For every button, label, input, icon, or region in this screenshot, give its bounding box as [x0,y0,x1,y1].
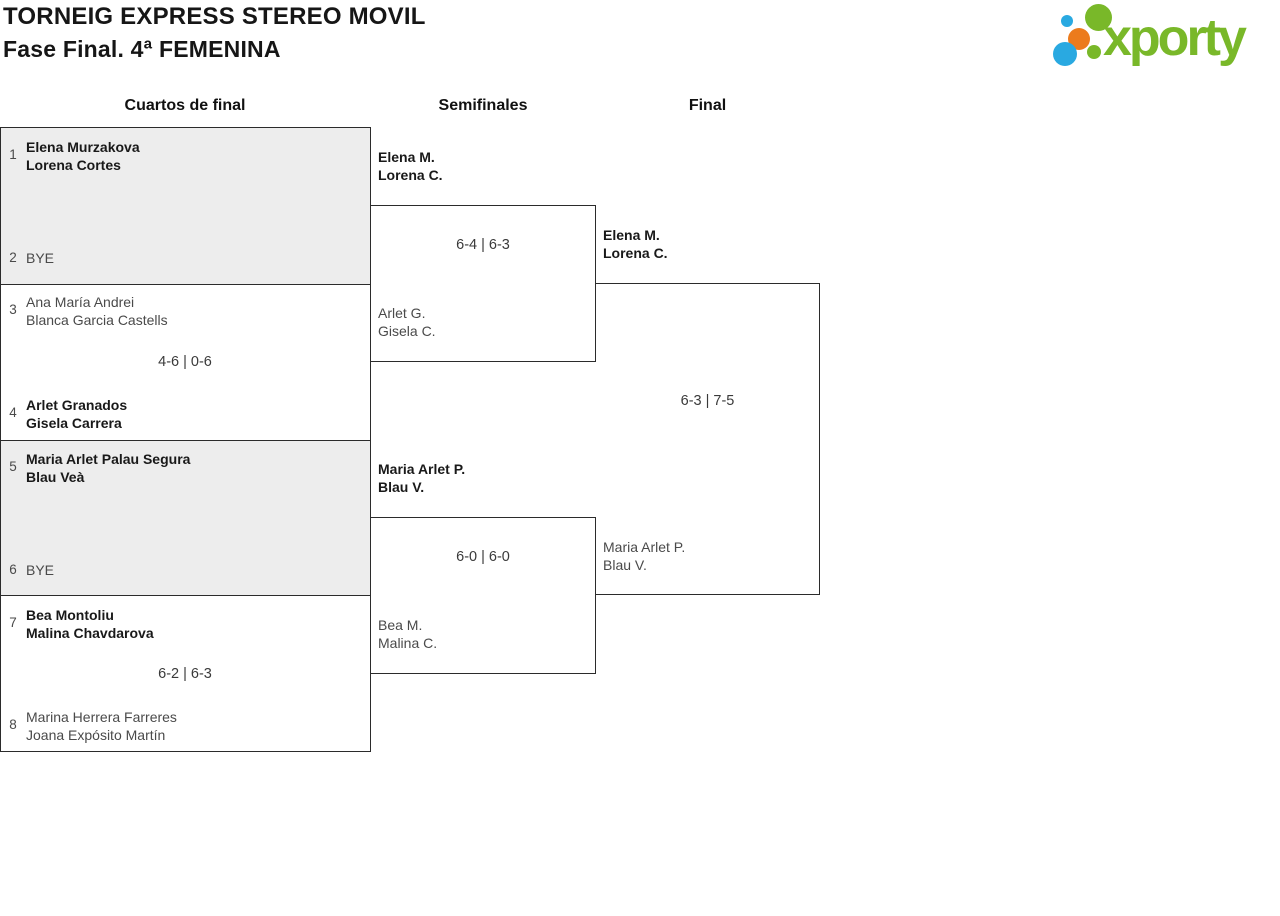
seed-number: 1 [9,147,17,162]
tournament-subtitle: Fase Final. 4ª FEMENINA [3,36,281,62]
player-name: Malina Chavdarova [26,625,154,641]
player-name: Malina C. [378,635,438,651]
player-name: Ana María Andrei [26,294,135,310]
team-qf3-top: Maria Arlet Palau Segura Blau Veà [26,450,190,486]
player-name: Arlet G. [378,305,426,321]
player-name: Lorena C. [603,245,668,261]
player-name: Maria Arlet P. [603,539,686,555]
match-box-qf1 [0,127,371,285]
player-name: Blau V. [378,479,425,495]
team-qf2-top: Ana María Andrei Blanca Garcia Castells [26,293,168,329]
round-header-quarterfinals: Cuartos de final [124,97,246,114]
seed-number: 4 [9,405,17,420]
team-qf4-bottom: Marina Herrera Farreres Joana Expósito M… [26,708,177,744]
match-score-sf2: 6-0 | 6-0 [456,549,510,565]
logo-dot-green-large-icon [1085,4,1112,31]
seed-number: 2 [9,250,17,265]
player-name: Blau V. [603,557,647,573]
team-qf3-bottom: BYE [26,561,54,579]
player-name: Bea M. [378,617,423,633]
player-name: Joana Expósito Martín [26,727,166,743]
team-sf1-bottom: Arlet G. Gisela C. [378,304,436,340]
team-sf2-top: Maria Arlet P. Blau V. [378,460,465,496]
match-box-sf2 [370,517,596,674]
player-name: BYE [26,250,55,266]
logo-wordmark: xporty [1103,9,1247,67]
player-name: Blanca Garcia Castells [26,312,168,328]
seed-number: 7 [9,615,17,630]
match-score-qf2: 4-6 | 0-6 [158,354,212,370]
team-sf2-bottom: Bea M. Malina C. [378,616,437,652]
round-header-final: Final [688,97,727,114]
match-score-sf1: 6-4 | 6-3 [456,237,510,253]
logo-dot-orange-icon [1068,28,1090,50]
seed-number: 8 [9,717,17,732]
tournament-title: TORNEIG EXPRESS STEREO MOVIL [3,3,426,30]
player-name: Arlet Granados [26,397,128,413]
player-name: Bea Montoliu [26,607,114,623]
player-name: Maria Arlet Palau Segura [26,451,191,467]
team-qf1-top: Elena Murzakova Lorena Cortes [26,138,140,174]
match-score-qf4: 6-2 | 6-3 [158,666,212,682]
player-name: Blau Veà [26,469,85,485]
player-name: Lorena Cortes [26,157,121,173]
match-score-final: 6-3 | 7-5 [680,393,735,409]
seed-number: 6 [9,562,17,577]
team-final-bottom: Maria Arlet P. Blau V. [603,538,685,574]
player-name: Elena Murzakova [26,139,140,155]
team-qf2-bottom: Arlet Granados Gisela Carrera [26,396,127,432]
seed-number: 3 [9,302,17,317]
player-name: Elena M. [603,227,660,243]
team-final-top: Elena M. Lorena C. [603,226,668,262]
xporty-logo[interactable]: xporty [1040,0,1280,78]
team-qf4-top: Bea Montoliu Malina Chavdarova [26,606,154,642]
team-qf1-bottom: BYE [26,249,54,267]
logo-dot-blue-small-icon [1061,15,1073,27]
player-name: Elena M. [378,149,435,165]
logo-dot-green-small-icon [1087,45,1101,59]
player-name: Lorena C. [378,167,443,183]
player-name: Maria Arlet P. [378,461,466,477]
seed-number: 5 [9,459,17,474]
logo-dot-blue-large-icon [1053,42,1077,66]
player-name: BYE [26,562,55,578]
player-name: Gisela Carrera [26,415,122,431]
team-sf1-top: Elena M. Lorena C. [378,148,443,184]
round-header-semifinals: Semifinales [438,97,528,114]
player-name: Marina Herrera Farreres [26,709,177,725]
player-name: Gisela C. [378,323,436,339]
match-box-final [595,283,820,595]
